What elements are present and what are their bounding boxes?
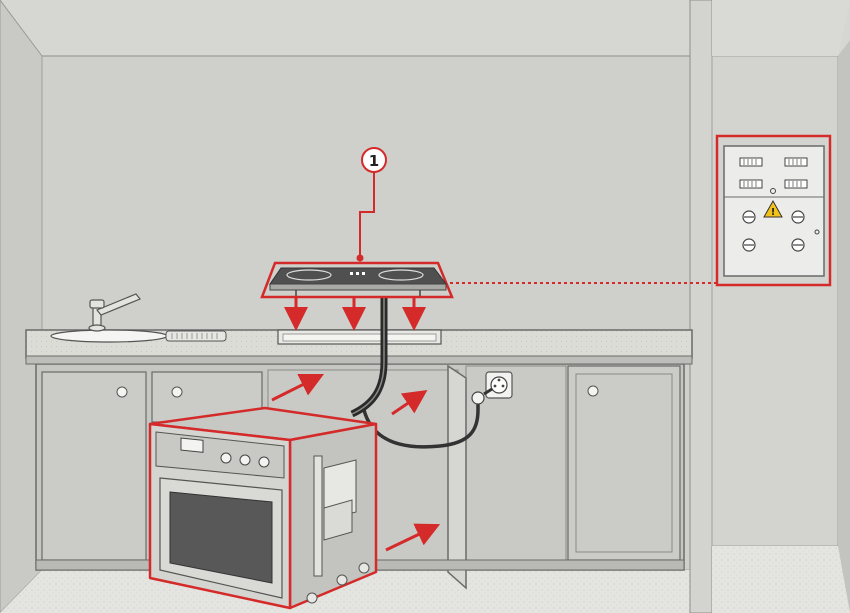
panel-highlight-frame: [715, 134, 832, 287]
callout-1: 1: [356, 147, 387, 262]
alcove-right-wall: [838, 40, 850, 613]
oven-display: [180, 437, 204, 453]
warning-symbol: !: [771, 207, 776, 218]
cabinet-door: [41, 371, 147, 561]
cabinet-door: [567, 365, 681, 561]
hob-airflow-arrows: [284, 298, 426, 331]
sink: [50, 293, 227, 343]
meter-display: [739, 179, 763, 189]
breaker-knobs: [742, 210, 805, 252]
built-in-oven: [148, 406, 378, 610]
warning-icon: [763, 199, 783, 218]
callout-leader-line: [359, 172, 375, 258]
electrical-panel: !: [715, 134, 832, 287]
partition-column: [689, 0, 713, 613]
alcove-ceiling: [712, 0, 850, 56]
hob-highlight-frame: [260, 261, 454, 299]
alcove-floor: [712, 546, 850, 613]
meter-display: [784, 157, 808, 167]
meter-display: [784, 179, 808, 189]
oven-window: [169, 491, 273, 584]
side-alcove-wall: [711, 55, 839, 547]
open-cabinet-door: [447, 364, 467, 590]
callout-label: 1: [369, 152, 379, 170]
oven-airflow-arrows: [271, 373, 441, 552]
oven-knobs: [220, 452, 270, 468]
callout-marker: [361, 147, 387, 173]
wall-socket: [485, 371, 513, 399]
induction-hob: [260, 261, 454, 299]
faucet: [88, 293, 141, 332]
meter-display: [739, 157, 763, 167]
